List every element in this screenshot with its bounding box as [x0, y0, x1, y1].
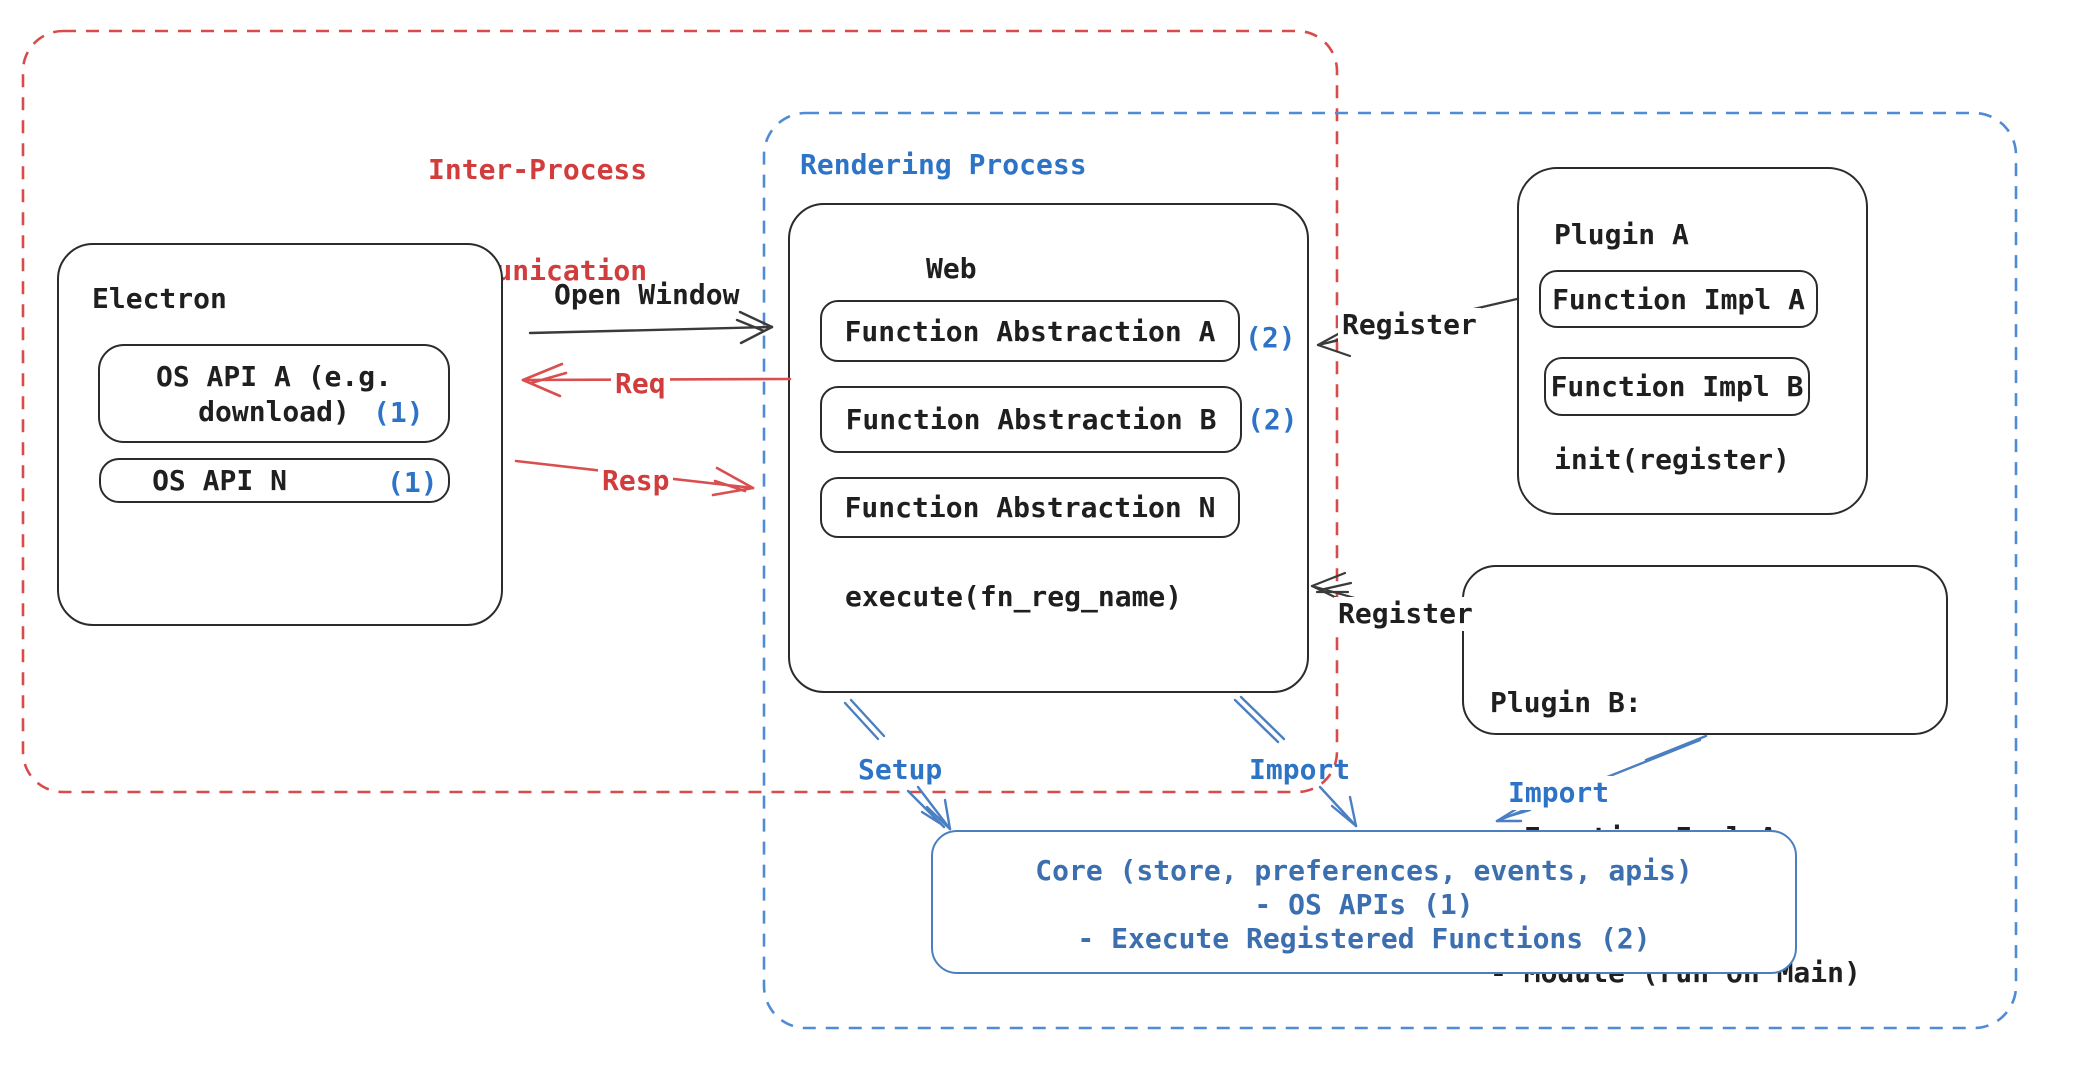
os-api-a-box: OS API A (e.g. download): [98, 344, 450, 443]
os-api-a-badge: (1): [373, 396, 424, 429]
os-api-a-line2: download): [198, 394, 350, 428]
import-web-label: Import: [1249, 753, 1351, 786]
plugin-a-init-text: init(register): [1554, 443, 1791, 476]
core-line2: - OS APIs (1): [1254, 888, 1474, 921]
fn-abstraction-n-box: Function Abstraction N: [820, 477, 1240, 538]
fn-abstraction-n-label: Function Abstraction N: [844, 491, 1216, 524]
web-title: Web: [926, 252, 977, 285]
fn-abstraction-b-box: Function Abstraction B: [820, 386, 1242, 453]
electron-title: Electron: [92, 282, 227, 315]
plugin-b-box: [1462, 565, 1948, 735]
plugin-a-box: [1517, 167, 1868, 515]
rendering-region-title: Rendering Process: [800, 148, 1087, 181]
fn-abstraction-a-label: Function Abstraction A: [844, 314, 1216, 348]
os-api-n-badge: (1): [387, 466, 438, 499]
core-line3: - Execute Registered Functions (2): [1077, 922, 1651, 955]
setup-label: Setup: [858, 753, 943, 786]
req-label: Req: [611, 367, 670, 401]
os-api-a-line1: OS API A (e.g.: [155, 359, 392, 393]
open-window-label: Open Window: [554, 278, 740, 311]
fn-abstraction-b-label: Function Abstraction B: [845, 403, 1217, 436]
core-box: Core (store, preferences, events, apis) …: [931, 830, 1797, 974]
os-api-n-label: OS API N: [152, 464, 287, 497]
plugin-a-impl-a-box: Function Impl A: [1539, 270, 1818, 328]
os-api-n-box: OS API N: [99, 458, 450, 503]
core-line1: Core (store, preferences, events, apis): [1035, 854, 1693, 887]
fn-abstraction-a-badge: (2): [1245, 321, 1296, 354]
fn-abstraction-b-badge: (2): [1247, 403, 1298, 436]
ipc-title-line1: Inter-Process: [428, 153, 648, 187]
execute-text: execute(fn_reg_name): [845, 580, 1183, 613]
import-plugin-label: Import: [1504, 776, 1614, 810]
plugin-a-title: Plugin A: [1554, 218, 1689, 251]
plugin-a-impl-a-label: Function Impl A: [1552, 282, 1805, 316]
fn-abstraction-a-box: Function Abstraction A: [820, 300, 1240, 362]
register-top-label: Register: [1338, 308, 1481, 342]
plugin-b-text: Plugin B: - Function Impl A - Module (ru…: [1490, 590, 1861, 1066]
plugin-a-impl-b-box: Function Impl B: [1544, 357, 1810, 416]
resp-label: Resp: [598, 464, 674, 498]
register-bottom-label: Register: [1334, 597, 1477, 631]
plugin-b-title: Plugin B:: [1490, 686, 1642, 719]
plugin-a-impl-b-label: Function Impl B: [1550, 370, 1804, 403]
